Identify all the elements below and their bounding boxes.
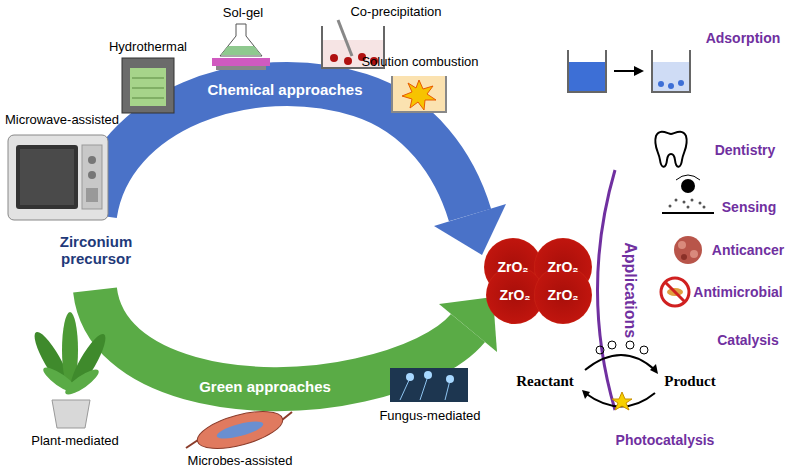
particle-label: ZrO₂ — [547, 259, 578, 275]
adsorption-icon — [568, 50, 690, 92]
method-label: Solution combustion — [361, 55, 478, 70]
method-label: Plant-mediated — [31, 434, 118, 449]
application-label: Photocatalysis — [616, 432, 715, 448]
tooth-icon — [655, 132, 687, 167]
reaction-label: Product — [664, 373, 715, 390]
antimicrobial-icon — [661, 278, 689, 306]
method-label: Microbes-assisted — [188, 454, 293, 469]
application-label: Sensing — [722, 199, 776, 215]
method-label: Microwave-assisted — [5, 113, 119, 128]
application-label: Catalysis — [717, 332, 778, 348]
method-label: Hydrothermal — [109, 40, 187, 55]
hydrothermal-icon — [122, 58, 174, 113]
application-label: Adsorption — [706, 30, 781, 46]
combustion-icon — [392, 76, 446, 112]
application-label: Anticancer — [712, 242, 784, 258]
plant-icon — [29, 312, 111, 428]
application-label: Antimicrobial — [693, 284, 782, 300]
microbe-icon — [186, 404, 292, 456]
particle-label: ZrO₂ — [547, 287, 578, 303]
anticancer-icon — [674, 236, 702, 264]
bracket-label: Applications — [621, 242, 639, 338]
band-label: Chemical approaches — [207, 81, 362, 98]
application-bracket — [598, 170, 616, 410]
reaction-label: Reactant — [516, 373, 573, 390]
precursor-label: Zirconium precursor — [50, 233, 142, 268]
particle-label: ZrO₂ — [497, 259, 528, 275]
band-label: Green approaches — [199, 378, 331, 395]
particle-label: ZrO₂ — [499, 287, 530, 303]
method-label: Fungus-mediated — [379, 409, 480, 424]
method-label: Sol-gel — [223, 6, 263, 21]
fungus-icon — [390, 368, 468, 402]
sol-gel-icon — [212, 24, 270, 70]
method-label: Co-precipitation — [350, 5, 441, 20]
catalysis-cycle — [582, 341, 658, 410]
sensing-icon — [662, 175, 714, 213]
microwave-icon — [8, 135, 108, 220]
application-label: Dentistry — [715, 142, 776, 158]
